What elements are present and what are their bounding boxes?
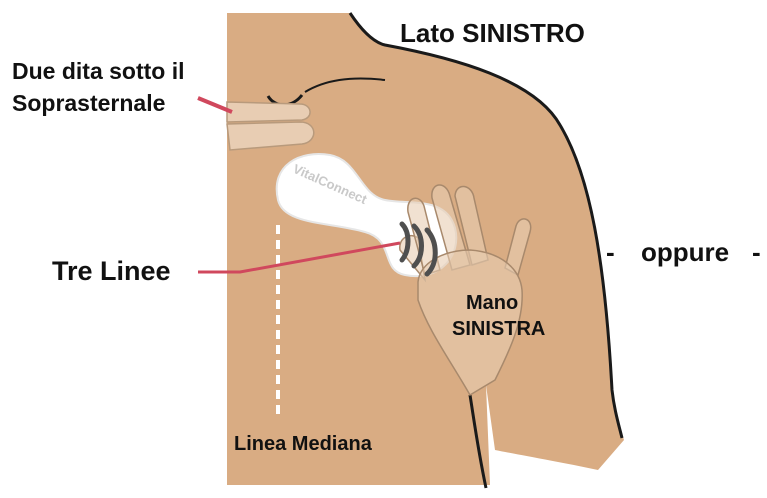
label-hand-line1: Mano xyxy=(466,293,518,313)
two-fingers xyxy=(227,102,314,150)
label-oppure: oppure xyxy=(641,239,729,265)
page-title: Lato SINISTRO xyxy=(400,20,585,46)
label-three-lines: Tre Linee xyxy=(52,258,171,285)
dash-right: - xyxy=(752,239,761,265)
dash-left: - xyxy=(606,239,615,265)
label-midline: Linea Mediana xyxy=(234,434,372,454)
label-two-fingers-line2: Soprasternale xyxy=(12,92,165,115)
label-two-fingers-line1: Due dita sotto il xyxy=(12,60,185,83)
label-hand-line2: SINISTRA xyxy=(452,319,545,339)
